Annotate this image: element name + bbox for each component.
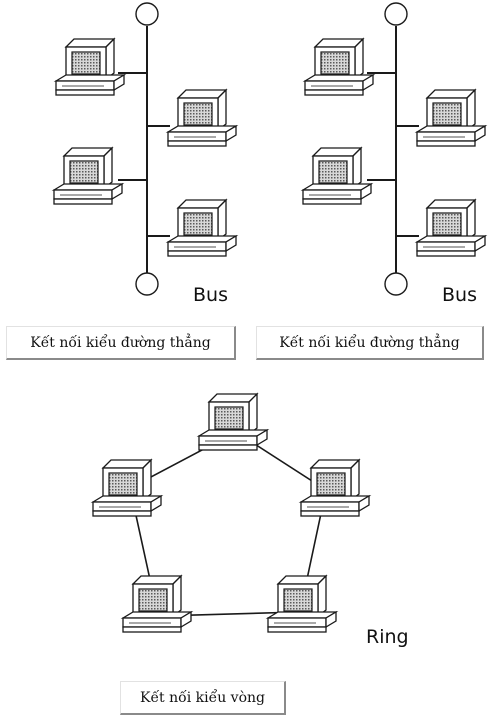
computer-icon — [55, 38, 125, 96]
computer-icon — [53, 147, 123, 205]
computer-icon — [302, 147, 372, 205]
bus-terminator-top — [135, 2, 159, 26]
bus-terminator-bottom — [384, 272, 408, 296]
bus-label-2: Bus — [442, 284, 477, 306]
computer-icon — [167, 89, 237, 147]
caption-ring: Kết nối kiểu vòng — [120, 681, 286, 715]
computer-icon — [267, 575, 337, 633]
computer-icon — [198, 393, 268, 451]
computer-icon — [416, 199, 486, 257]
ring-label: Ring — [366, 626, 409, 648]
computer-icon — [304, 38, 374, 96]
caption-bus-1: Kết nối kiểu đường thẳng — [6, 326, 236, 360]
bus-diagram-1 — [53, 2, 237, 296]
computer-icon — [92, 459, 162, 517]
computer-icon — [167, 199, 237, 257]
bus-terminator-top — [384, 2, 408, 26]
computer-icon — [416, 89, 486, 147]
bus-label-1: Bus — [193, 284, 228, 306]
bus-diagram-2 — [302, 2, 486, 296]
computer-icon — [300, 459, 370, 517]
bus-terminator-bottom — [135, 272, 159, 296]
caption-bus-2: Kết nối kiểu đường thẳng — [256, 326, 484, 360]
computer-icon — [122, 575, 192, 633]
ring-diagram — [92, 393, 370, 633]
